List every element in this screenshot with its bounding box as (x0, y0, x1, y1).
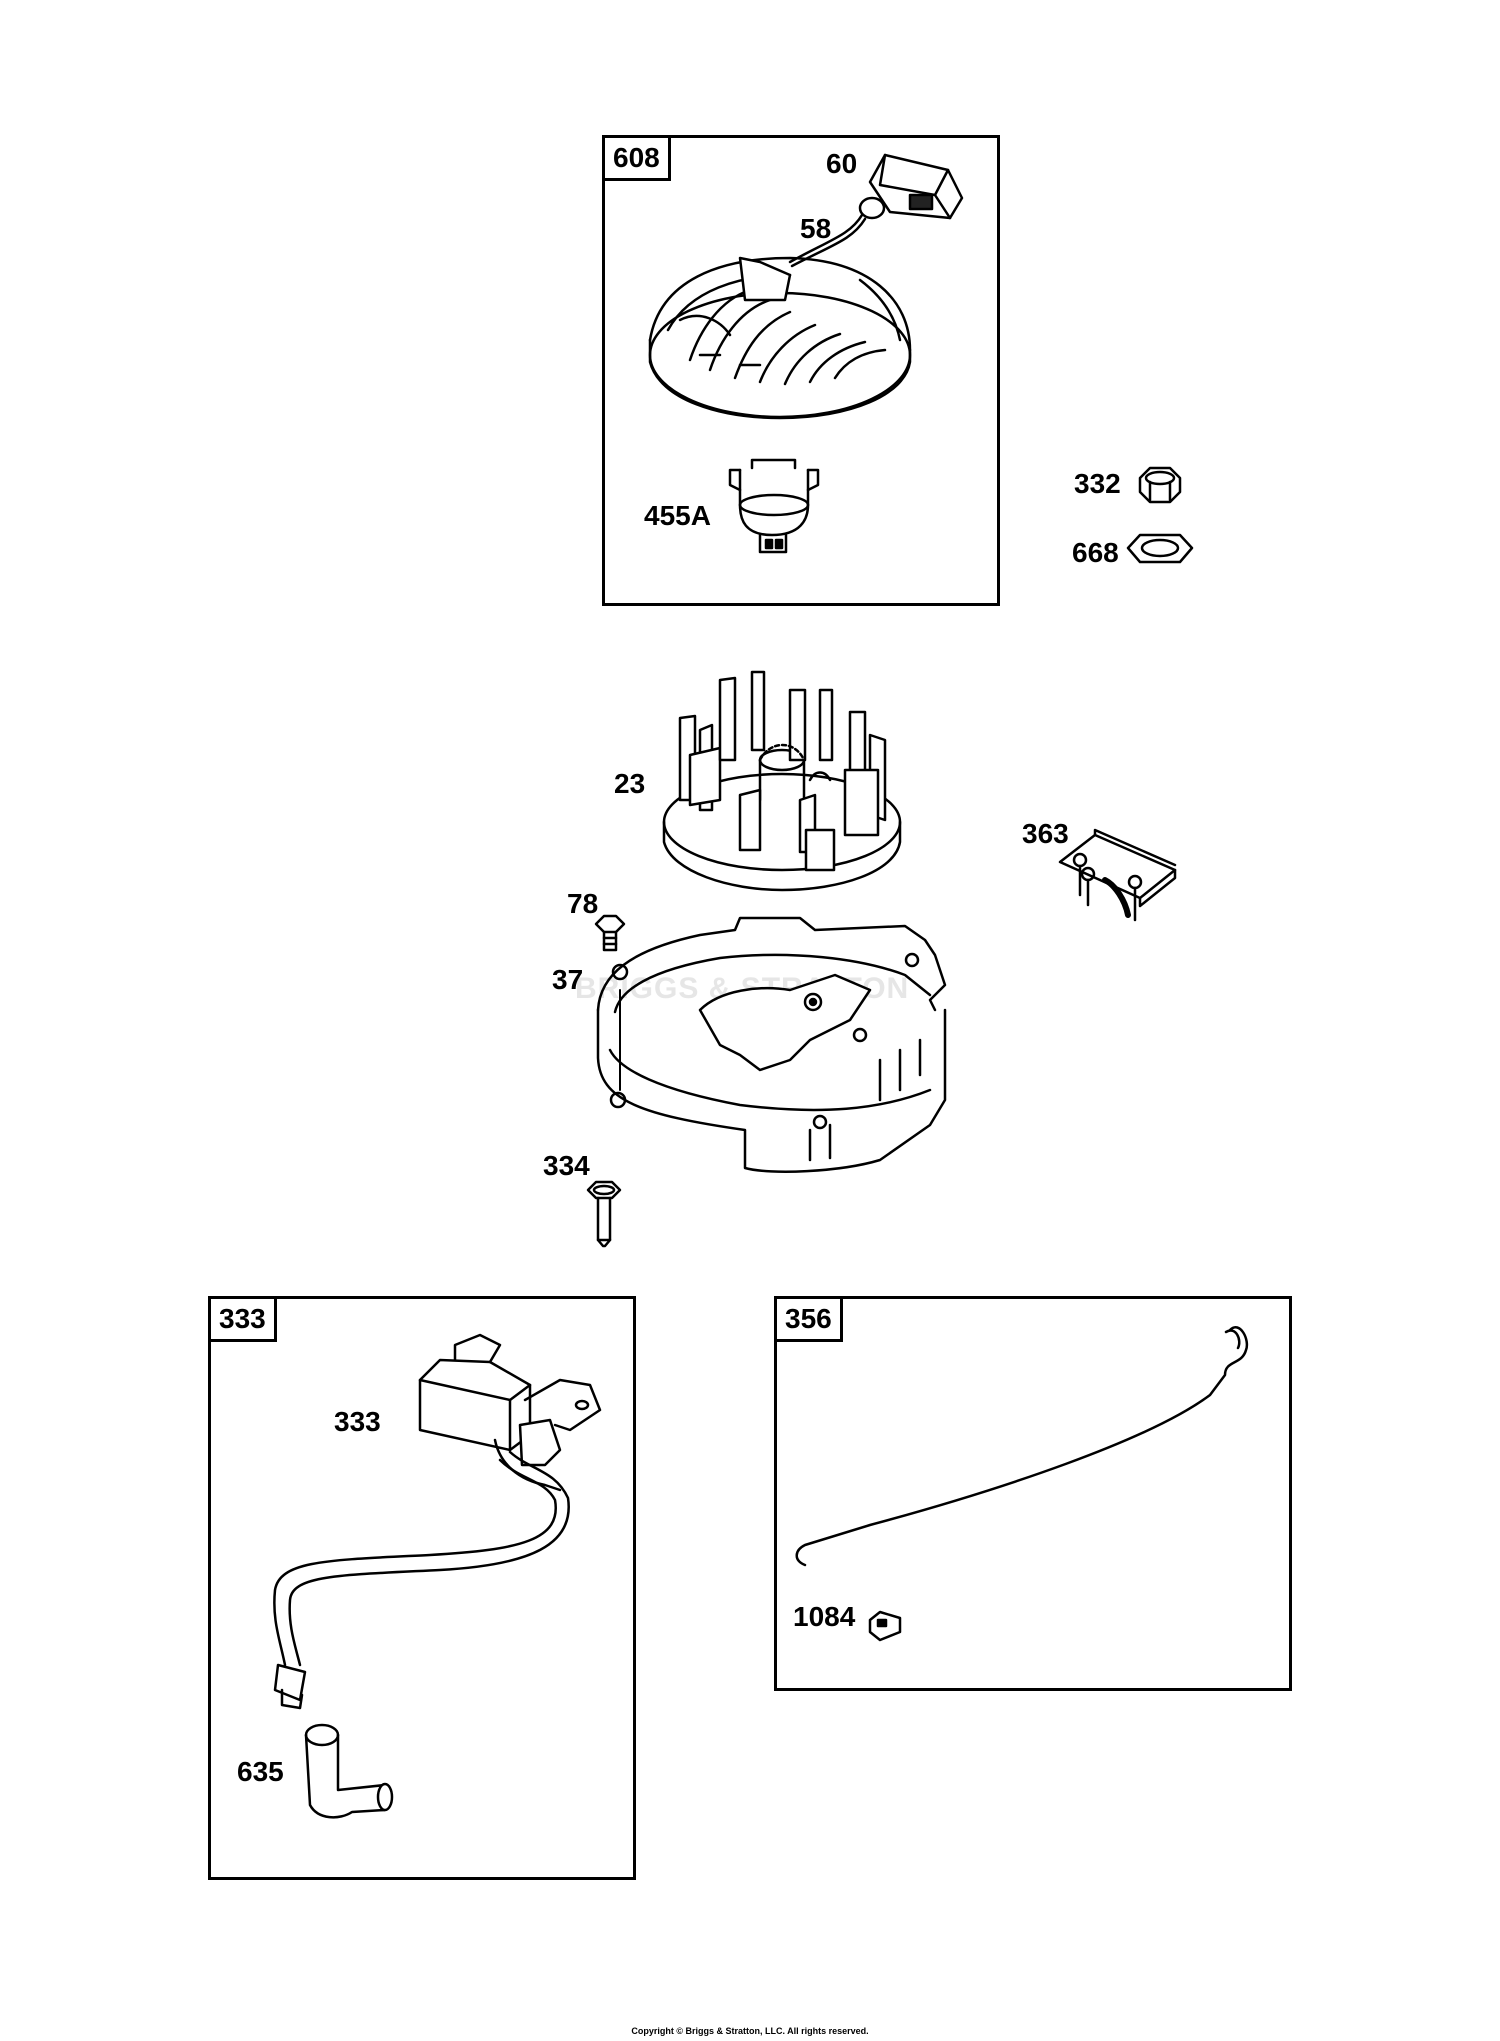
starter-rope-drawing (788, 196, 886, 268)
part-label-332: 332 (1074, 468, 1121, 499)
flywheel-drawing (662, 670, 902, 892)
starter-handle-drawing (868, 153, 964, 220)
recoil-housing-drawing (648, 256, 912, 420)
blower-housing-drawing (596, 916, 947, 1173)
brake-bracket-drawing (1058, 828, 1177, 922)
part-label-333: 333 (334, 1406, 381, 1437)
copyright-footer: Copyright © Briggs & Stratton, LLC. All … (631, 2026, 869, 2036)
part-label-363: 363 (1022, 818, 1069, 849)
stop-wire-drawing (795, 1326, 1249, 1642)
recoil-starter-box: 608 (602, 135, 1000, 606)
part-label-455a: 455A (644, 500, 711, 531)
starter-cup-drawing (728, 458, 820, 554)
box-tag-356: 356 (777, 1299, 843, 1342)
part-label-1084: 1084 (793, 1601, 856, 1632)
part-label-668: 668 (1072, 537, 1119, 568)
box-tag-608: 608 (605, 138, 671, 181)
part-label-60: 60 (826, 148, 858, 179)
part-label-635: 635 (237, 1756, 284, 1787)
spark-plug-boot-drawing (304, 1723, 394, 1819)
part-label-58: 58 (800, 213, 832, 244)
part-label-334: 334 (543, 1150, 590, 1181)
stop-wire-box: 356 (774, 1296, 1292, 1691)
washer-drawing (1126, 533, 1194, 564)
nut-drawing (1138, 466, 1182, 504)
bolt-334-drawing (586, 1180, 622, 1248)
box-tag-333: 333 (211, 1299, 277, 1342)
ignition-coil-drawing (273, 1333, 602, 1710)
screw-78-drawing (594, 914, 626, 952)
part-label-37: 37 (552, 964, 584, 995)
part-label-23: 23 (614, 768, 646, 799)
ignition-coil-box: 333 (208, 1296, 636, 1880)
part-label-78: 78 (567, 888, 599, 919)
